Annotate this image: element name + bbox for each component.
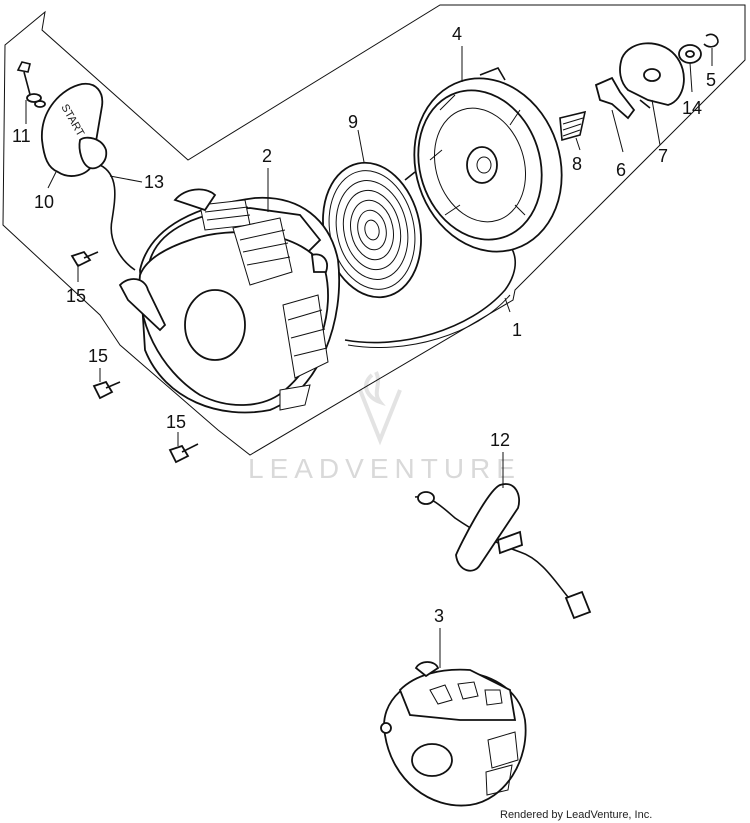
starter-cover [380,661,527,807]
callout-1: 1 [512,320,522,340]
assembly-frame [2,4,746,456]
clip [703,33,719,48]
callout-15-upper: 15 [66,286,86,306]
render-credit: Rendered by LeadVenture, Inc. [500,809,652,821]
callout-3: 3 [434,606,444,626]
washer [678,44,702,64]
callout-6: 6 [616,160,626,180]
callout-14: 14 [682,98,702,118]
handle-hook [16,61,46,108]
starter-reel [413,67,563,253]
watermark-text: LEADVENTURE [248,453,521,484]
ratchet [594,76,636,120]
friction-plate [619,42,685,109]
callout-7: 7 [658,146,668,166]
callout-11: 11 [12,126,31,146]
callout-8: 8 [572,154,582,174]
callout-15-middle: 15 [88,346,108,366]
bolt-lower [168,443,199,464]
callout-2: 2 [262,146,272,166]
handle-assembly [414,483,592,620]
leader-lines [25,46,713,668]
bolt-middle [92,380,121,400]
callout-10: 10 [34,192,54,212]
callout-12: 12 [490,430,510,450]
callout-5: 5 [706,70,716,90]
starter-handle: START [41,82,108,177]
callout-9: 9 [348,112,358,132]
callout-4: 4 [452,24,462,44]
watermark-logo [358,371,402,446]
small-spring [559,110,587,142]
callout-15-lower: 15 [166,412,186,432]
starter-case [118,188,340,414]
callout-13: 13 [144,172,164,192]
bolt-upper [70,250,99,268]
handle-rope [99,164,136,271]
rope-inner [347,294,511,348]
